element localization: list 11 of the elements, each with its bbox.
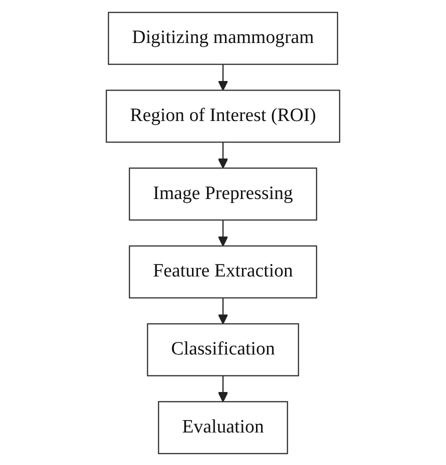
node-box: Digitizing mammogram (108, 11, 338, 64)
node-box: Image Prepressing (128, 167, 318, 220)
arrow (218, 375, 228, 402)
arrow (218, 64, 228, 90)
arrow (218, 220, 228, 246)
node-box: Classification (146, 322, 300, 376)
node-box: Region of Interest (ROI) (106, 89, 340, 142)
node-box: Feature Extraction (128, 244, 318, 298)
arrow (218, 297, 228, 324)
node-box: Evaluation (158, 400, 288, 454)
arrow (218, 142, 228, 168)
